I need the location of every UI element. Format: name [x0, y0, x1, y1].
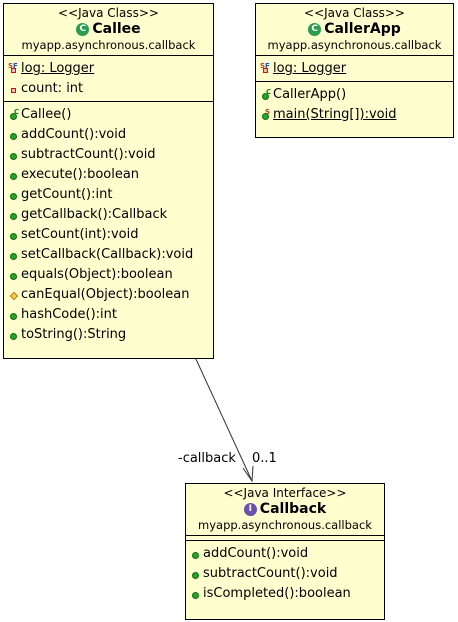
method-text: isCompleted():boolean — [203, 586, 351, 601]
public-method-icon — [190, 549, 201, 560]
association-role-label: -callback — [178, 451, 236, 466]
method-row[interactable]: setCallback(Callback):void — [8, 245, 211, 265]
callee-name: Callee — [92, 21, 141, 37]
method-row[interactable]: S main(String[]):void — [260, 105, 451, 125]
callee-title: C Callee — [6, 20, 211, 38]
public-method-icon — [8, 250, 19, 261]
method-text: hashCode():int — [21, 307, 117, 322]
callerapp-package: myapp.asynchronous.callback — [267, 38, 442, 52]
association-multiplicity-label: 0..1 — [252, 451, 277, 466]
method-text: execute():boolean — [21, 167, 140, 182]
method-text: getCount():int — [21, 187, 113, 202]
field-row[interactable]: count: int — [8, 79, 211, 99]
association-line — [194, 356, 253, 482]
constructor-icon: C — [260, 88, 271, 101]
public-method-icon — [8, 130, 19, 141]
callerapp-methods: C CallerApp() S main(String[]):void — [256, 82, 453, 127]
field-text: log: Logger — [21, 61, 95, 76]
callback-stereotype: <<Java Interface>> — [223, 486, 347, 500]
method-row[interactable]: hashCode():int — [8, 305, 211, 325]
method-text: subtractCount():void — [203, 566, 338, 581]
association-arrowhead — [242, 465, 254, 483]
method-row[interactable]: canEqual(Object):boolean — [8, 285, 211, 305]
method-row[interactable]: isCompleted():boolean — [190, 584, 382, 604]
class-icon: C — [308, 22, 322, 36]
method-text: addCount():void — [21, 127, 127, 142]
callerapp-title: C CallerApp — [258, 20, 451, 38]
method-row[interactable]: setCount(int):void — [8, 225, 211, 245]
callee-class-box[interactable]: <<Java Class>> C Callee myapp.asynchrono… — [3, 3, 214, 359]
method-row[interactable]: C CallerApp() — [260, 85, 451, 105]
public-method-icon — [8, 170, 19, 181]
method-text: equals(Object):boolean — [21, 267, 173, 282]
callback-title: I Callback — [188, 500, 382, 518]
method-row[interactable]: subtractCount():void — [190, 564, 382, 584]
static-method-icon: S — [260, 108, 271, 121]
callerapp-class-box[interactable]: <<Java Class>> C CallerApp myapp.asynchr… — [255, 3, 454, 138]
method-text: addCount():void — [203, 546, 309, 561]
method-row[interactable]: toString():String — [8, 325, 211, 345]
class-icon: C — [76, 22, 90, 36]
interface-icon: I — [243, 502, 257, 516]
method-row[interactable]: C Callee() — [8, 105, 211, 125]
public-method-icon — [8, 210, 19, 221]
public-method-icon — [8, 150, 19, 161]
callback-fields — [186, 536, 384, 541]
callback-interface-box[interactable]: <<Java Interface>> I Callback myapp.asyn… — [185, 483, 385, 620]
method-text: toString():String — [21, 327, 127, 342]
method-row[interactable]: subtractCount():void — [8, 145, 211, 165]
public-method-icon — [8, 230, 19, 241]
callback-package: myapp.asynchronous.callback — [198, 518, 372, 532]
callee-header: <<Java Class>> C Callee myapp.asynchrono… — [4, 4, 213, 56]
callerapp-stereotype: <<Java Class>> — [304, 6, 405, 20]
method-row[interactable]: getCount():int — [8, 185, 211, 205]
method-row[interactable]: getCallback():Callback — [8, 205, 211, 225]
constructor-icon: C — [8, 108, 19, 121]
method-text: setCallback(Callback):void — [21, 247, 194, 262]
callee-package: myapp.asynchronous.callback — [21, 38, 196, 52]
public-method-icon — [190, 589, 201, 600]
callback-methods: addCount():void subtractCount():void isC… — [186, 541, 384, 606]
protected-method-icon — [8, 290, 19, 301]
field-text: count: int — [21, 81, 84, 96]
callerapp-name: CallerApp — [324, 21, 401, 37]
method-text: canEqual(Object):boolean — [21, 287, 190, 302]
method-text: getCallback():Callback — [21, 207, 168, 222]
method-text: main(String[]):void — [273, 107, 397, 122]
callback-header: <<Java Interface>> I Callback myapp.asyn… — [186, 484, 384, 536]
callee-stereotype: <<Java Class>> — [58, 6, 159, 20]
method-text: setCount(int):void — [21, 227, 139, 242]
callback-name: Callback — [259, 501, 327, 517]
method-text: CallerApp() — [273, 87, 347, 102]
public-method-icon — [8, 330, 19, 341]
method-text: subtractCount():void — [21, 147, 156, 162]
method-row[interactable]: equals(Object):boolean — [8, 265, 211, 285]
field-text: log: Logger — [273, 61, 347, 76]
public-method-icon — [8, 310, 19, 321]
method-row[interactable]: execute():boolean — [8, 165, 211, 185]
callee-methods: C Callee() addCount():void subtractCount… — [4, 102, 213, 347]
method-text: Callee() — [21, 107, 72, 122]
private-field-icon — [8, 84, 19, 95]
method-row[interactable]: addCount():void — [190, 544, 382, 564]
public-method-icon — [8, 190, 19, 201]
public-method-icon — [8, 270, 19, 281]
public-method-icon — [190, 569, 201, 580]
method-row[interactable]: addCount():void — [8, 125, 211, 145]
callerapp-header: <<Java Class>> C CallerApp myapp.asynchr… — [256, 4, 453, 56]
